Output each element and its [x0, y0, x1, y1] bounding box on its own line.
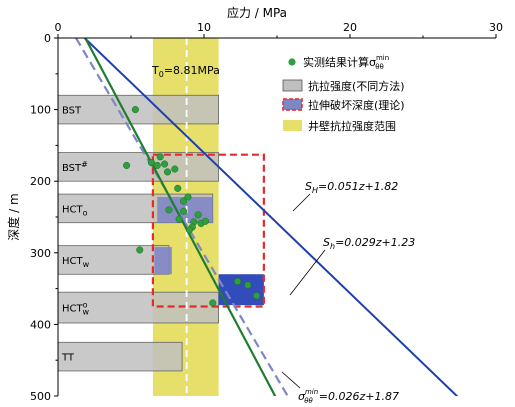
- data-point: [123, 161, 131, 169]
- label-sub: o: [83, 208, 88, 217]
- data-point: [201, 217, 210, 225]
- y-tick-label: 300: [30, 247, 51, 260]
- data-point: [161, 160, 169, 168]
- data-point: [234, 277, 242, 285]
- data-point: [171, 165, 179, 173]
- failure-fill-block: [154, 247, 172, 275]
- label-sub: w: [83, 260, 90, 269]
- legend-point-symbol: [288, 58, 296, 66]
- data-point: [175, 215, 183, 223]
- method-bar: [57, 152, 220, 182]
- data-point: [174, 184, 182, 192]
- data-point: [209, 299, 217, 307]
- method-bar-label: HCTo: [62, 204, 88, 217]
- data-point: [180, 197, 188, 205]
- sh-min-equation: Sh=0.029z+1.23: [323, 236, 415, 251]
- method-bar-label: HCTw: [62, 256, 90, 269]
- line-SH: [83, 38, 459, 396]
- data-point: [163, 168, 172, 176]
- method-bar-label: TT: [61, 353, 75, 364]
- legend-entry-tensile-strength: 抗拉强度(不同方法): [308, 79, 405, 93]
- x-tick-label: 20: [343, 21, 357, 34]
- sigma-leader: [281, 371, 301, 389]
- x-tick-label: 30: [489, 21, 503, 34]
- data-point: [253, 292, 261, 300]
- data-point: [194, 211, 202, 219]
- y-tick-label: 200: [30, 175, 51, 188]
- label-sup: o: [83, 301, 88, 310]
- line-Sh: [75, 38, 289, 396]
- method-bar: [57, 245, 170, 275]
- data-point: [184, 193, 192, 201]
- y-axis-title: 深度 / m: [6, 193, 21, 240]
- failure-fill-block-deep: [218, 274, 264, 306]
- data-point: [136, 246, 144, 254]
- failure-zone-border: [151, 153, 265, 308]
- x-axis-title: 应力 / MPa: [227, 5, 287, 20]
- data-point: [147, 159, 155, 167]
- y-tick-label: 500: [30, 390, 51, 403]
- data-point: [185, 226, 193, 234]
- sh-min-leader: [289, 249, 326, 296]
- line-sigma_min: [84, 38, 277, 396]
- legend-gray-box-symbol: [282, 79, 303, 92]
- data-point: [244, 281, 252, 289]
- y-tick-label: 100: [30, 104, 51, 117]
- sh-max-leader: [292, 193, 311, 212]
- y-tick-label: 0: [44, 32, 51, 45]
- t0-label: T0=8.81MPa: [151, 64, 220, 79]
- legend-entry-failure-depth: 拉伸破坏深度(理论): [308, 98, 405, 112]
- data-point: [180, 207, 188, 215]
- legend-entry-borehole-band: 井壁抗拉强度范围: [308, 119, 396, 133]
- method-bar-label: BST: [62, 106, 82, 117]
- legend-failure-box-symbol: [282, 98, 303, 111]
- legend-band-symbol: [283, 120, 302, 131]
- data-point: [165, 206, 173, 214]
- sh-max-equation: SH=0.051z+1.82: [305, 180, 398, 195]
- x-tick-label: 0: [55, 21, 62, 34]
- method-bar: [57, 341, 183, 372]
- data-point: [153, 161, 161, 169]
- label-sub: w: [83, 308, 90, 317]
- data-point: [156, 153, 164, 161]
- y-tick-label: 400: [30, 318, 51, 331]
- label-sup: #: [81, 160, 88, 169]
- data-point: [131, 106, 139, 114]
- x-tick-label: 10: [197, 21, 211, 34]
- annotations: T0=8.81MPa SH=0.051z+1.82 Sh=0.029z+1.23…: [151, 64, 415, 405]
